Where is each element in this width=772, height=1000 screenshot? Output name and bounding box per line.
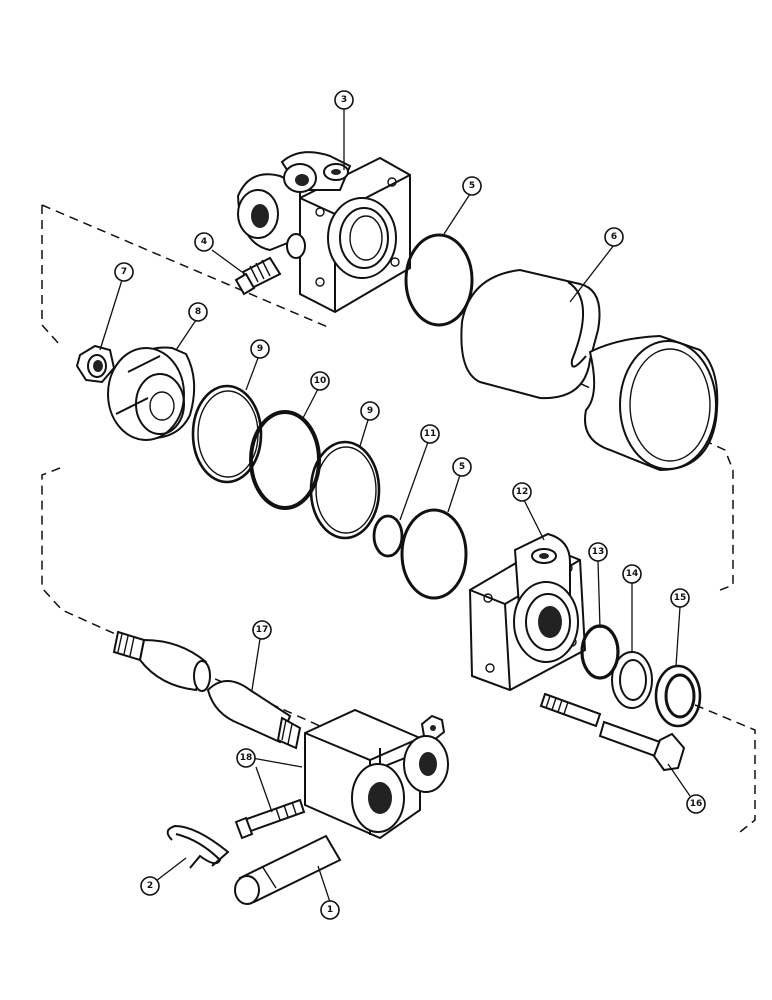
- callout-11-label: 11: [424, 429, 437, 439]
- callout-15-label: 15: [674, 593, 687, 603]
- part-8-piston: [107, 346, 196, 441]
- callout-3: 3: [334, 90, 354, 110]
- part-15-wiper-seal: [654, 664, 702, 728]
- callout-18-label: 18: [240, 753, 253, 763]
- callout-14: 14: [622, 564, 642, 584]
- callout-14-label: 14: [626, 569, 639, 579]
- callout-5-upper: 5: [462, 176, 482, 196]
- callout-16: 16: [686, 794, 706, 814]
- callout-5-lower: 5: [452, 457, 472, 477]
- callout-17: 17: [252, 620, 272, 640]
- callout-17-label: 17: [256, 625, 269, 635]
- callout-11: 11: [420, 424, 440, 444]
- callout-2-label: 2: [147, 881, 153, 891]
- part-11-small-oring: [372, 514, 404, 558]
- callout-7: 7: [114, 262, 134, 282]
- callout-3-label: 3: [341, 95, 347, 105]
- callout-8-label: 8: [195, 307, 201, 317]
- part-17-piston-rod: [112, 630, 302, 750]
- callout-1: 1: [320, 900, 340, 920]
- callout-6: 6: [604, 227, 624, 247]
- callout-2: 2: [140, 876, 160, 896]
- callout-12: 12: [512, 482, 532, 502]
- part-9-ring-second: [309, 440, 381, 540]
- callout-7-label: 7: [121, 267, 127, 277]
- callout-18: 18: [236, 748, 256, 768]
- callout-4: 4: [194, 232, 214, 252]
- part-18-clevis: [234, 708, 449, 840]
- callout-10-label: 10: [314, 376, 327, 386]
- callout-6-label: 6: [611, 232, 617, 242]
- callout-1-label: 1: [327, 905, 333, 915]
- callout-9-second: 9: [360, 401, 380, 421]
- callout-16-label: 16: [690, 799, 703, 809]
- part-1-pin: [234, 834, 342, 905]
- part-14-washer: [611, 651, 653, 709]
- part-10-seal: [249, 410, 321, 510]
- callout-5-lower-label: 5: [459, 462, 465, 472]
- callout-9-second-label: 9: [367, 406, 373, 416]
- part-12-front-head: [468, 532, 587, 692]
- callout-4-label: 4: [201, 237, 207, 247]
- callout-12-label: 12: [516, 487, 529, 497]
- part-3-cylinder-head: [236, 151, 411, 314]
- callout-9-first: 9: [250, 339, 270, 359]
- callout-13: 13: [588, 542, 608, 562]
- part-7-nut: [75, 344, 116, 384]
- callout-9-first-label: 9: [257, 344, 263, 354]
- callout-13-label: 13: [592, 547, 605, 557]
- callout-15: 15: [670, 588, 690, 608]
- part-16-bolt: [539, 692, 686, 772]
- part-6-barrel: [460, 268, 719, 472]
- part-4-fitting: [234, 256, 282, 296]
- callout-8: 8: [188, 302, 208, 322]
- part-2-hairpin-clip: [166, 824, 230, 869]
- part-5-oring-lower: [400, 508, 468, 600]
- leader-lines: [99, 109, 691, 903]
- callout-10: 10: [310, 371, 330, 391]
- callout-5-upper-label: 5: [469, 181, 475, 191]
- part-5-oring-upper: [404, 233, 474, 327]
